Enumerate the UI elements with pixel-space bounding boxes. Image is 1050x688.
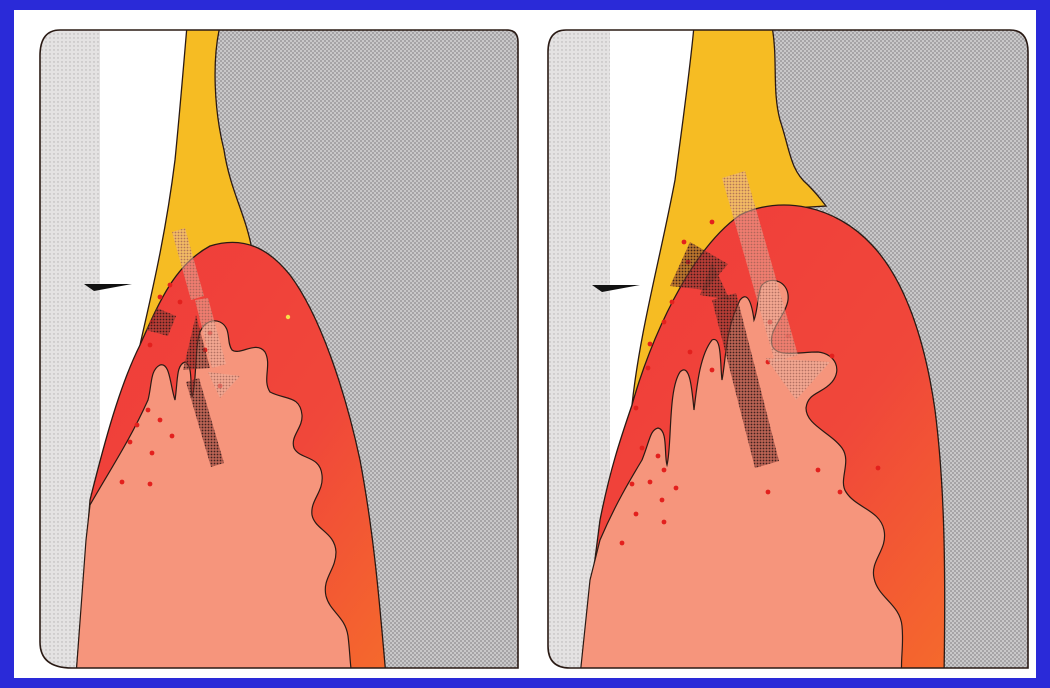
panel-right — [544, 26, 1032, 676]
panel-left — [36, 26, 526, 676]
